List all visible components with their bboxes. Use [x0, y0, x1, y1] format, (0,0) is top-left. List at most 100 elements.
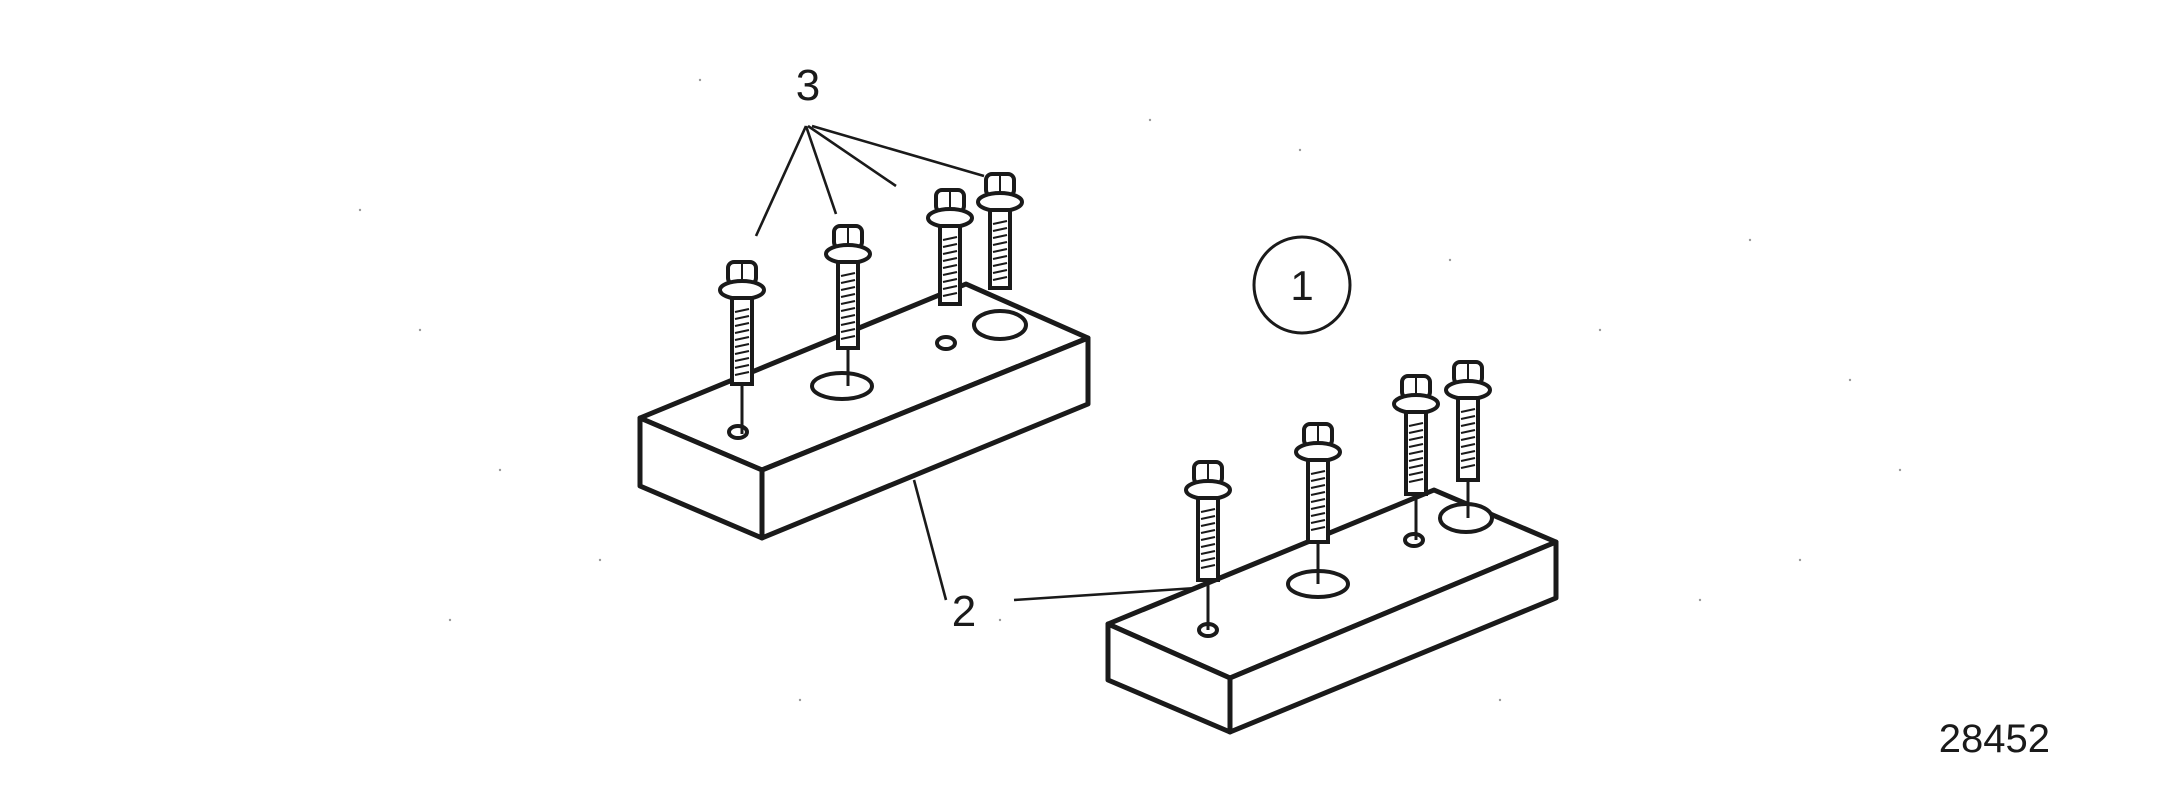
bolt-lower-2 — [1294, 422, 1342, 584]
bolt-lower-4-thread — [1460, 457, 1476, 462]
bolt-lower-4-thread — [1460, 436, 1476, 441]
bolt-lower-2-thread — [1310, 505, 1326, 510]
bolt-upper-1-thread — [734, 357, 750, 362]
view-number-text: 1 — [1290, 262, 1313, 309]
bolt-lower-1-thread — [1200, 543, 1216, 548]
bolt-upper-3-thread — [942, 292, 958, 297]
bolt-lower-4-thread — [1460, 464, 1476, 469]
bolt-upper-1-thread — [734, 343, 750, 348]
bolt-upper-4-thread — [992, 241, 1008, 246]
bolt-lower-3-thread — [1408, 436, 1424, 441]
bolt-upper-1 — [718, 260, 766, 434]
bolt-lower-1-thread — [1200, 557, 1216, 562]
plate-lower-hole-small-2 — [1403, 532, 1425, 548]
bolt-lower-2-thread — [1310, 512, 1326, 517]
bolt-upper-4 — [976, 172, 1024, 290]
leader-plate-lower — [1013, 586, 1197, 602]
bolt-lower-1-thread — [1200, 529, 1216, 534]
bolt-lower-2-thread — [1310, 491, 1326, 496]
bolt-lower-2-thread — [1310, 470, 1326, 475]
bolt-lower-3-thread — [1408, 464, 1424, 469]
leader-bolt-3 — [807, 124, 897, 188]
bolt-upper-2-thread — [840, 293, 856, 298]
bolt-upper-1-thread — [734, 350, 750, 355]
figure-number: 28452 — [1939, 717, 2050, 761]
bolt-upper-2-thread — [840, 307, 856, 312]
bolt-upper-3-thread — [942, 278, 958, 283]
bolt-upper-4-shank — [988, 208, 1012, 290]
bolt-upper-2-thread — [840, 300, 856, 305]
bolt-upper-1-thread — [734, 336, 750, 341]
bolt-lower-2-thread — [1310, 498, 1326, 503]
bolt-lower-3-thread — [1408, 429, 1424, 434]
view-number-circle — [1252, 235, 1352, 335]
bolt-upper-4-thread — [992, 234, 1008, 239]
bolt-upper-4-thread — [992, 248, 1008, 253]
leader-lines — [754, 124, 1197, 602]
bolt-upper-2 — [824, 224, 872, 386]
bolt-upper-2-thread — [840, 286, 856, 291]
bolt-lower-2-thread — [1310, 484, 1326, 489]
bolt-upper-4-thread — [992, 276, 1008, 281]
bolt-upper-4-thread — [992, 227, 1008, 232]
bolt-upper-3-thread — [942, 264, 958, 269]
bolt-lower-2-thread — [1310, 477, 1326, 482]
bolt-lower-3-thread — [1408, 471, 1424, 476]
bolt-upper-2-thread — [840, 321, 856, 326]
bolt-upper-3-thread — [942, 271, 958, 276]
leader-bolt-4 — [811, 124, 985, 178]
bolt-upper-2-thread — [840, 279, 856, 284]
bolt-lower-4 — [1444, 360, 1492, 518]
mounting-plate-lower — [1105, 487, 1559, 735]
view-number-callout: 1 — [1252, 235, 1352, 335]
plate-upper-hole-large — [810, 371, 874, 401]
bolt-upper-4-thread — [992, 269, 1008, 274]
bolt-lower-4-thread — [1460, 443, 1476, 448]
bolt-upper-1-thread — [734, 315, 750, 320]
bolt-upper-3-thread — [942, 236, 958, 241]
bolt-lower-3-thread — [1408, 457, 1424, 462]
bolt-lower-4-thread — [1460, 450, 1476, 455]
bolt-upper-4-thread — [992, 262, 1008, 267]
bolt-lower-2-thread — [1310, 519, 1326, 524]
bolt-lower-3-thread — [1408, 443, 1424, 448]
plate-lower-side-face — [1227, 539, 1559, 735]
bolt-upper-1-thread — [734, 322, 750, 327]
bolt-upper-1-thread — [734, 329, 750, 334]
bolt-lower-3-thread — [1408, 478, 1424, 483]
callout-label-plate: 2 — [952, 587, 976, 636]
bolt-upper-2-thread — [840, 314, 856, 319]
bolt-upper-2-thread — [840, 335, 856, 340]
bolt-upper-1-thread — [734, 308, 750, 313]
bolt-lower-1-thread — [1200, 536, 1216, 541]
bolt-lower-3 — [1392, 374, 1440, 540]
bolt-lower-4-thread — [1460, 429, 1476, 434]
bolt-upper-1-thread — [734, 371, 750, 376]
bolt-lower-1-thread — [1200, 522, 1216, 527]
bolt-lower-4-thread — [1460, 408, 1476, 413]
bolt-lower-2-thread — [1310, 526, 1326, 531]
bolt-lower-3-thread — [1408, 422, 1424, 427]
leader-plate-upper — [912, 479, 948, 601]
bolt-upper-3-thread — [942, 285, 958, 290]
leader-bolt-1 — [754, 125, 808, 237]
bolt-upper-4-thread — [992, 220, 1008, 225]
bolt-lower-1-thread — [1200, 550, 1216, 555]
bolt-group — [718, 172, 1492, 630]
scan-speckle — [358, 78, 1902, 722]
bolt-upper-3-thread — [942, 250, 958, 255]
bolt-upper-3-thread — [942, 257, 958, 262]
plate-upper-hole-tiny — [935, 335, 957, 351]
plate-lower-hole-wide — [1438, 502, 1494, 534]
bolt-lower-1-thread — [1200, 564, 1216, 569]
bolt-lower-4-thread — [1460, 415, 1476, 420]
bolt-upper-3-thread — [942, 243, 958, 248]
bolt-lower-1-thread — [1200, 508, 1216, 513]
callout-label-bolts: 3 — [796, 61, 820, 110]
bolt-upper-4-thread — [992, 255, 1008, 260]
mounting-plate-upper — [637, 281, 1091, 541]
bolt-lower-1-thread — [1200, 515, 1216, 520]
plate-upper-hole-wide — [972, 309, 1028, 341]
plate-upper-side-face — [759, 335, 1091, 541]
leader-bolt-2 — [804, 125, 838, 215]
